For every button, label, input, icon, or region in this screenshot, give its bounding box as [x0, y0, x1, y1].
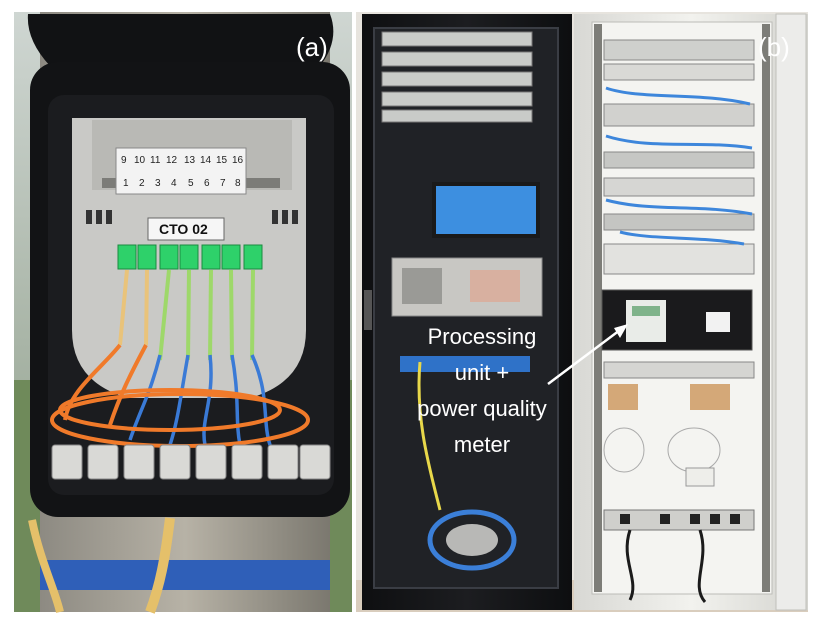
- port-num-bottom-6: 6: [204, 178, 210, 189]
- callout-line-2: unit +: [455, 360, 509, 385]
- port-num-bottom-7: 7: [220, 178, 226, 189]
- callout-arrow-head: [614, 324, 628, 338]
- port-num-bottom-4: 4: [171, 178, 177, 189]
- port-num-bottom-1: 1: [123, 178, 129, 189]
- port-num-bottom-2: 2: [139, 178, 145, 189]
- cto-box-label: CTO 02: [159, 221, 208, 237]
- panel-a-photo: [14, 12, 352, 614]
- port-num-top-4: 12: [166, 155, 178, 166]
- port-num-bottom-5: 5: [188, 178, 194, 189]
- processing-unit-callout: Processing unit + power quality meter: [417, 324, 628, 457]
- callout-arrow-line: [547, 329, 621, 385]
- port-num-top-2: 10: [134, 155, 146, 166]
- callout-line-3: power quality: [417, 396, 547, 421]
- port-num-top-8: 16: [232, 155, 244, 166]
- port-num-bottom-8: 8: [235, 178, 241, 189]
- panel-b-label: (b): [758, 32, 790, 62]
- port-num-top-1: 9: [121, 155, 127, 166]
- port-num-top-6: 14: [200, 155, 212, 166]
- port-num-bottom-3: 3: [155, 178, 161, 189]
- callout-line-1: Processing: [428, 324, 537, 349]
- panel-a-label: (a): [296, 32, 328, 62]
- panel-b-photo: [356, 12, 808, 612]
- port-num-top-7: 15: [216, 155, 228, 166]
- port-num-top-5: 13: [184, 155, 196, 166]
- port-number-grid: 9 10 11 12 13 14 15 16 1 2 3 4 5 6 7 8: [121, 155, 244, 189]
- callout-line-4: meter: [454, 432, 510, 457]
- port-num-top-3: 11: [150, 155, 161, 166]
